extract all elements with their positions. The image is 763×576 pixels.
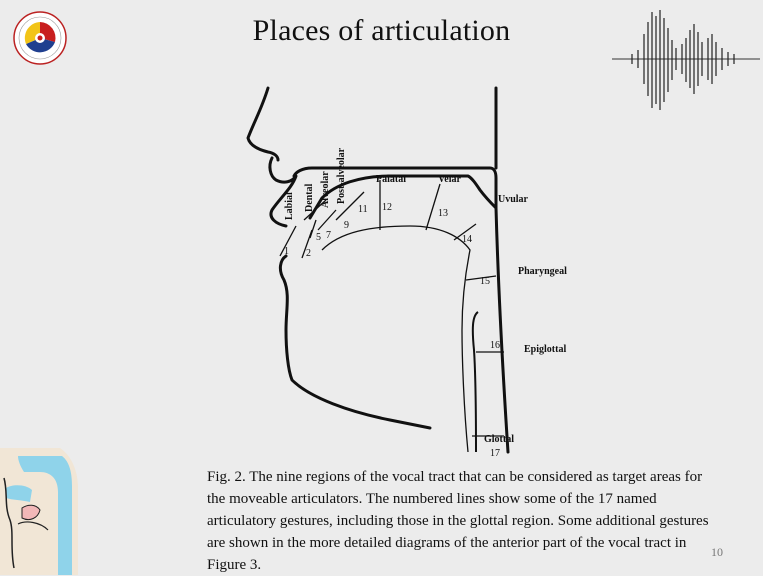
label-glottal: Glottal	[484, 434, 514, 445]
gesture-number: 5	[316, 232, 321, 243]
face-profile	[248, 88, 278, 160]
gesture-number: 17	[490, 448, 500, 459]
pharynx-wall	[496, 208, 508, 452]
head-profile-illustration	[0, 448, 80, 575]
gesture-number: 11	[358, 204, 368, 215]
gesture-number: 9	[344, 220, 349, 231]
gesture-number: 13	[438, 208, 448, 219]
gesture-number: 14	[462, 234, 472, 245]
tongue	[322, 226, 470, 452]
gesture-number: 7	[326, 230, 331, 241]
label-uvular: Uvular	[498, 194, 529, 205]
label-alveolar: Alveolar	[320, 171, 331, 208]
label-palatal: Palatal	[376, 174, 406, 185]
figure-caption: Fig. 2. The nine regions of the vocal tr…	[207, 466, 717, 576]
label-velar: Velar	[438, 174, 462, 185]
speech-waveform-icon	[612, 4, 760, 114]
gesture-number: 12	[382, 202, 392, 213]
epiglottis	[473, 312, 478, 452]
label-labial: Labial	[284, 192, 295, 220]
lower-jaw	[280, 256, 430, 428]
label-dental: Dental	[304, 183, 315, 212]
label-pharyngeal: Pharyngeal	[518, 266, 567, 277]
label-post-alveolar: Post-alveolar	[336, 147, 347, 204]
gesture-number: 16	[490, 340, 500, 351]
gesture-number: 15	[480, 276, 490, 287]
label-epiglottal: Epiglottal	[524, 344, 566, 355]
gesture-number: 1	[284, 246, 289, 257]
vocal-tract-diagram: Labial Dental Alveolar Post-alveolar Pal…	[240, 80, 600, 460]
page-number: 10	[711, 545, 723, 560]
gesture-number: 2	[306, 248, 311, 259]
